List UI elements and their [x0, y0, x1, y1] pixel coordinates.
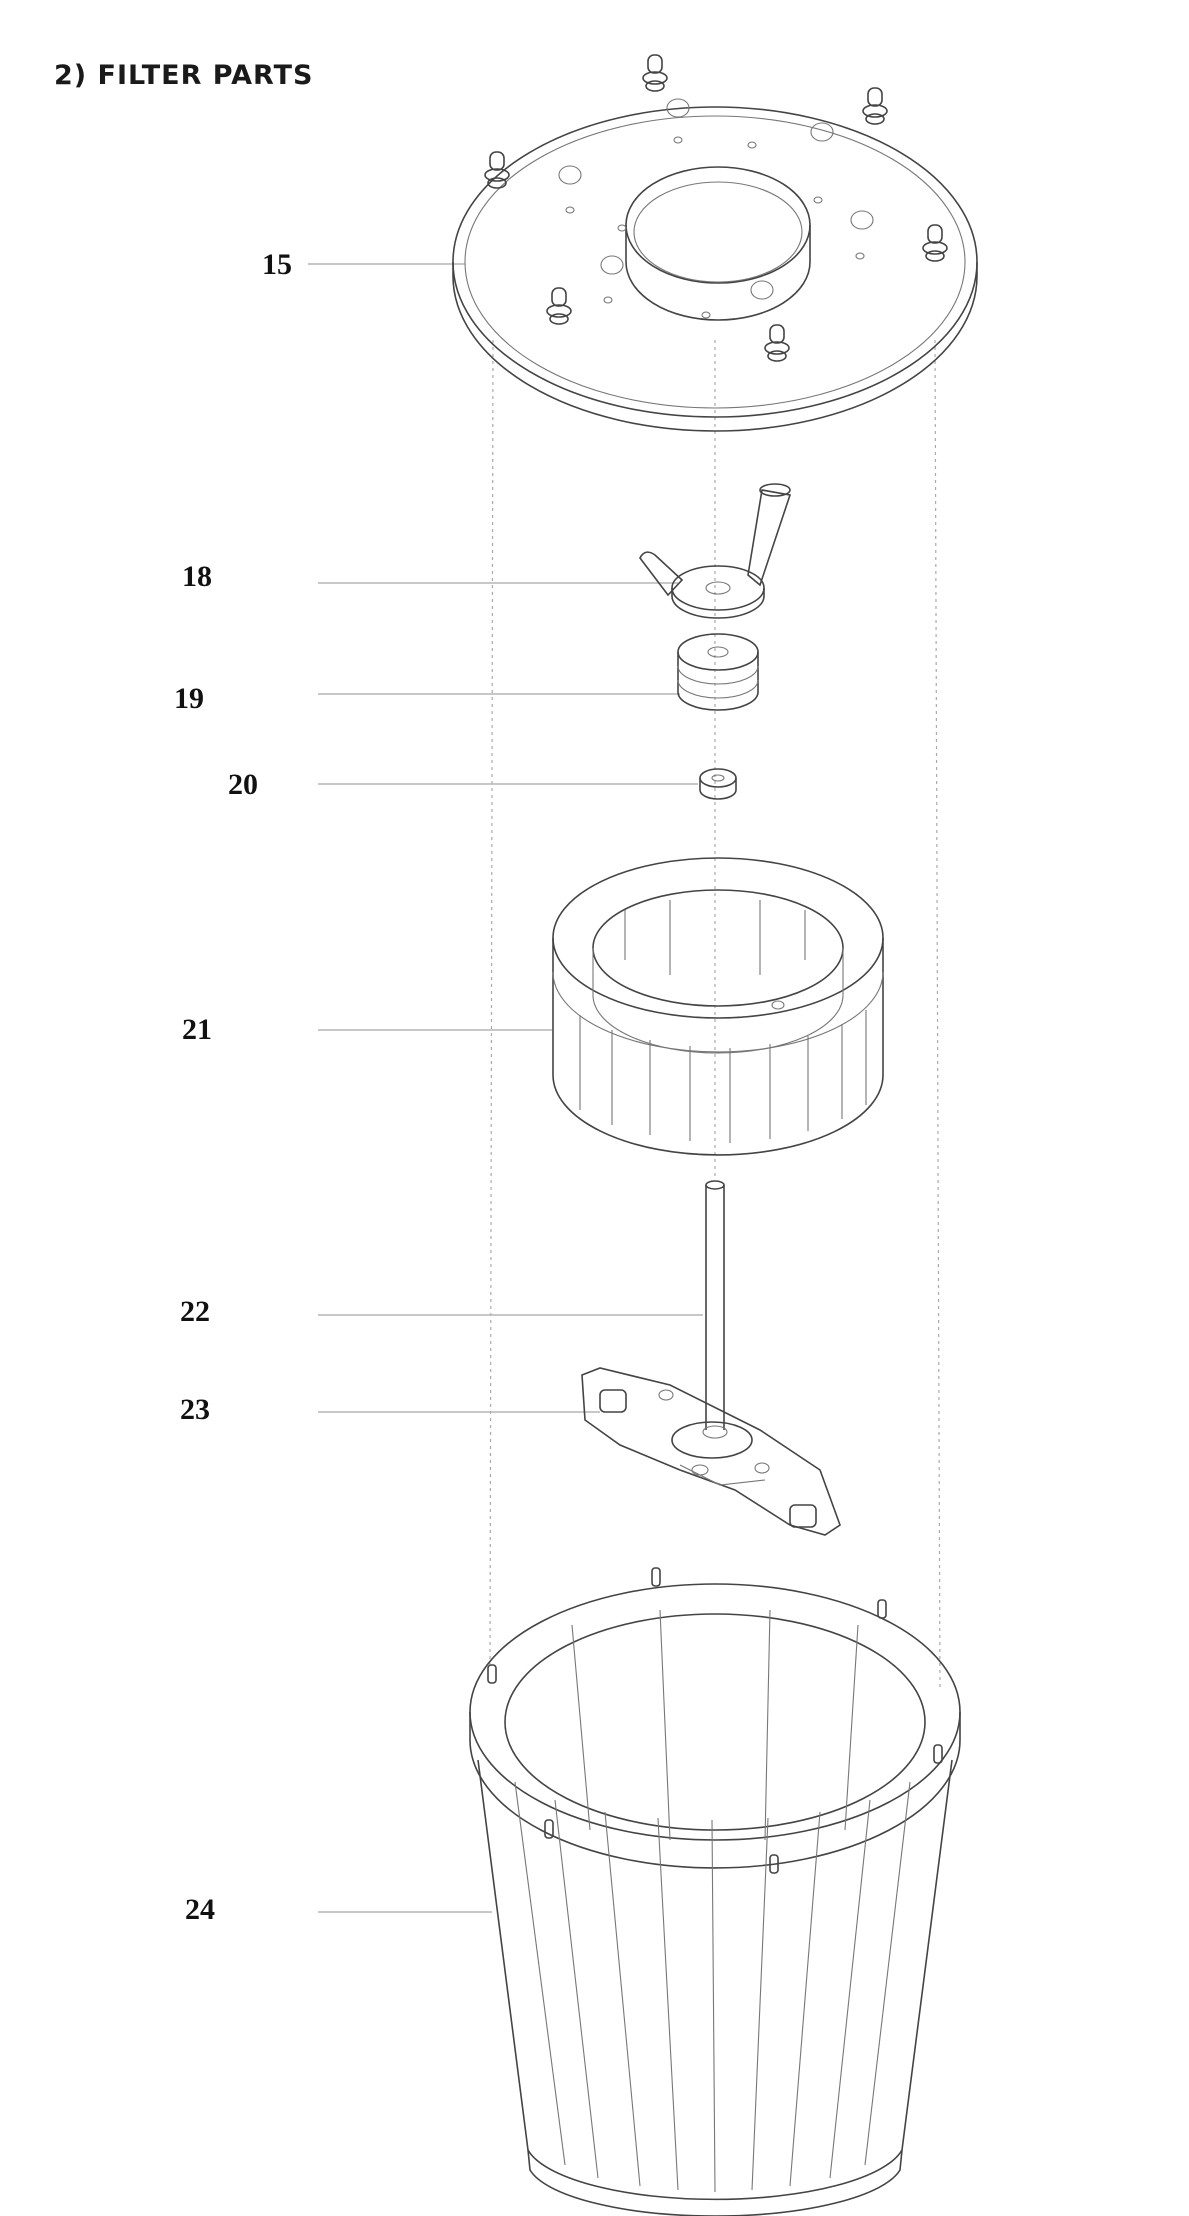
part-21-filter-cartridge — [552, 857, 884, 1156]
leader-lines — [308, 263, 703, 1913]
callout-18: 18 — [182, 560, 212, 593]
callout-24: 24 — [185, 1893, 215, 1926]
part-19-spacer — [677, 633, 759, 711]
callout-21: 21 — [182, 1013, 212, 1046]
callout-20: 20 — [228, 768, 258, 801]
callout-22: 22 — [180, 1295, 210, 1328]
part-24-basket — [469, 1567, 961, 2216]
diagram-title: 2) FILTER PARTS — [54, 60, 314, 91]
callout-23: 23 — [180, 1393, 210, 1426]
part-23-bracket — [581, 1367, 841, 1536]
part-20-nut — [699, 768, 737, 800]
callout-19: 19 — [174, 682, 204, 715]
part-18-wing-nut — [639, 483, 792, 619]
callout-15: 15 — [262, 248, 292, 281]
part-22-rod — [705, 1180, 725, 1430]
alignment-guides — [489, 339, 941, 1691]
part-15-lid — [452, 54, 978, 432]
